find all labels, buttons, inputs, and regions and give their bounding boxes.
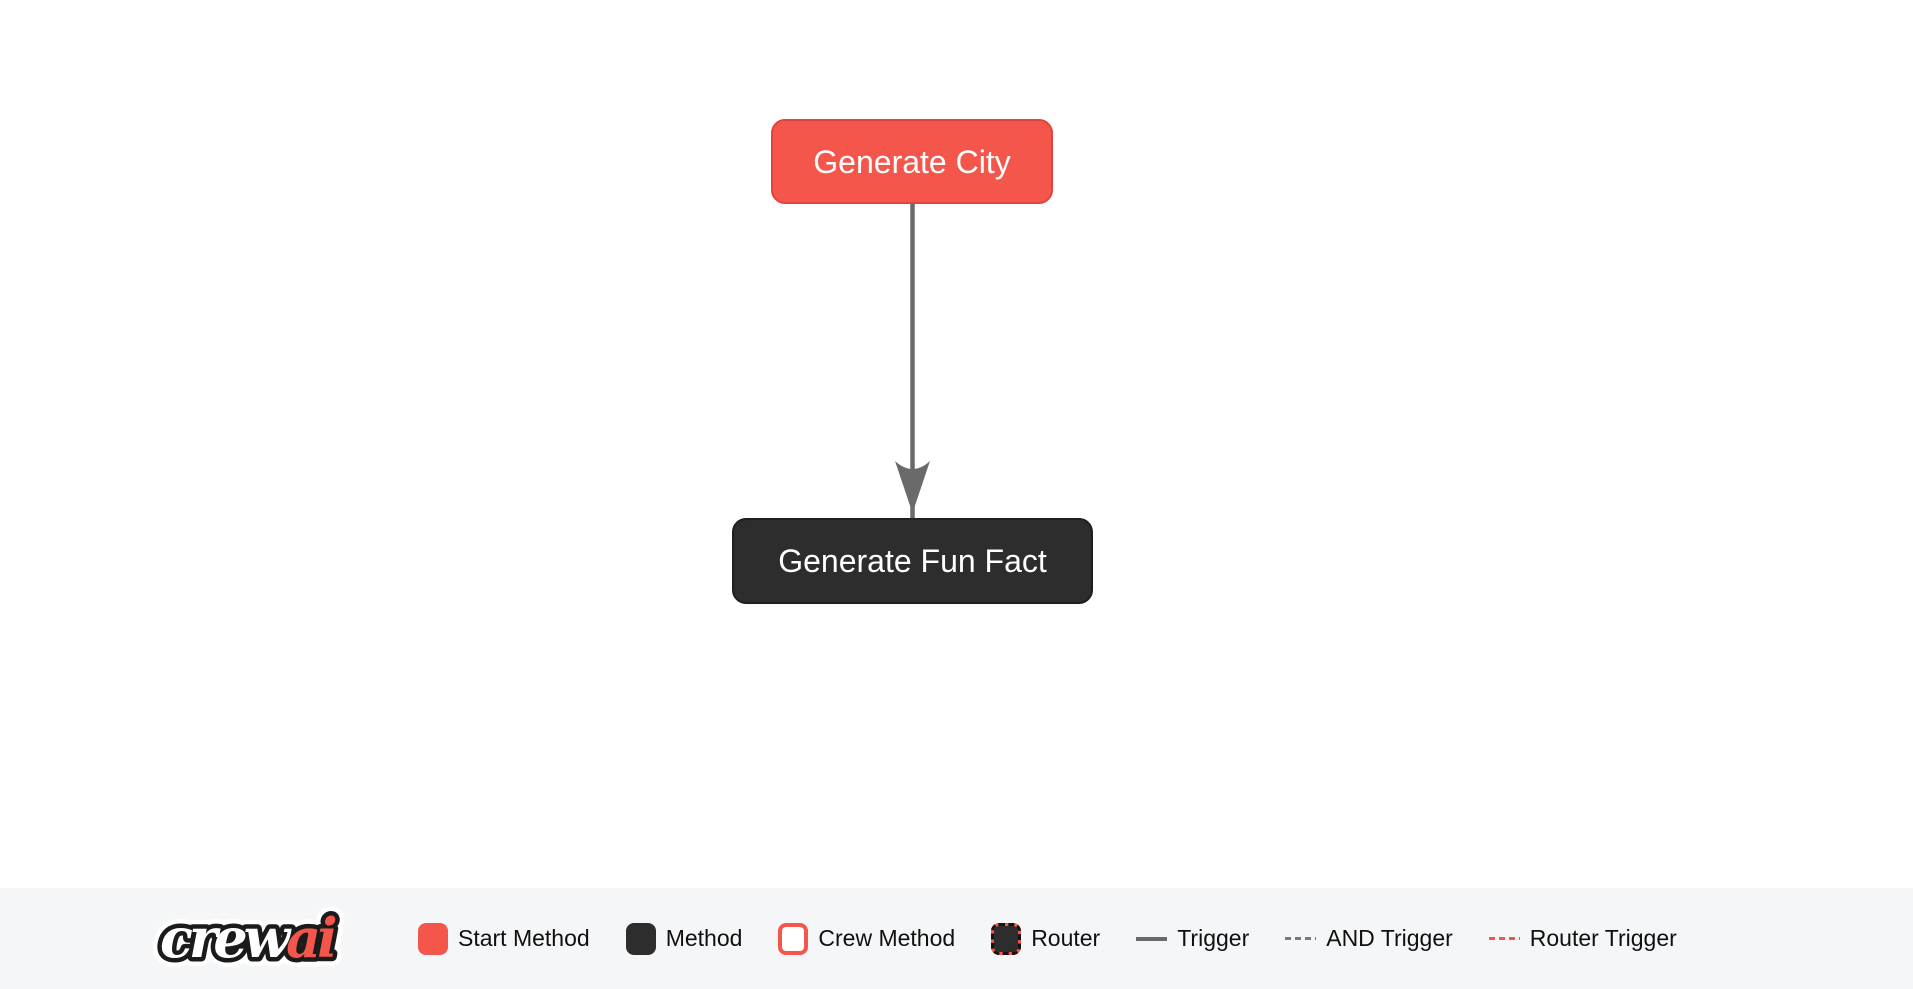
router-swatch-icon xyxy=(991,922,1022,955)
legend-item-crew-method: Crew Method xyxy=(778,922,956,955)
crewai-logo-icon: crewai crewai crewai xyxy=(152,901,349,977)
legend-item-method: Method xyxy=(625,922,743,955)
legend-bar: crewai crewai crewai Start Method Method… xyxy=(0,888,1913,989)
node-generate-city[interactable]: Generate City xyxy=(771,119,1053,204)
svg-text:crewai: crewai xyxy=(160,906,336,970)
node-label: Generate City xyxy=(813,143,1011,180)
and-trigger-line-icon xyxy=(1285,937,1317,940)
trigger-line-icon xyxy=(1136,936,1168,941)
legend-item-router: Router xyxy=(991,922,1101,955)
legend-item-and-trigger: AND Trigger xyxy=(1285,925,1453,952)
flow-canvas[interactable]: Generate City Generate Fun Fact xyxy=(0,0,1913,888)
legend-label: Start Method xyxy=(458,925,590,951)
legend-label: Crew Method xyxy=(818,925,956,951)
crew-method-swatch-icon xyxy=(778,922,809,955)
legend-label: Trigger xyxy=(1177,925,1250,951)
svg-text:crewai: crewai xyxy=(160,906,336,970)
legend-label: Method xyxy=(665,925,743,951)
router-trigger-line-icon xyxy=(1488,937,1520,940)
arrowhead-icon xyxy=(895,461,930,513)
legend-item-router-trigger: Router Trigger xyxy=(1488,925,1677,952)
legend-items: Start Method Method Crew Method Router T… xyxy=(418,922,1677,955)
legend-item-trigger: Trigger xyxy=(1136,925,1249,952)
legend-label: AND Trigger xyxy=(1326,925,1453,951)
legend-label: Router Trigger xyxy=(1529,925,1677,951)
start-method-swatch-icon xyxy=(418,922,448,955)
legend-label: Router xyxy=(1031,925,1101,951)
node-label: Generate Fun Fact xyxy=(778,543,1047,579)
method-swatch-icon xyxy=(625,922,656,955)
legend-item-start-method: Start Method xyxy=(418,922,590,955)
svg-text:crewai: crewai xyxy=(160,906,336,970)
node-generate-fun-fact[interactable]: Generate Fun Fact xyxy=(732,518,1093,604)
